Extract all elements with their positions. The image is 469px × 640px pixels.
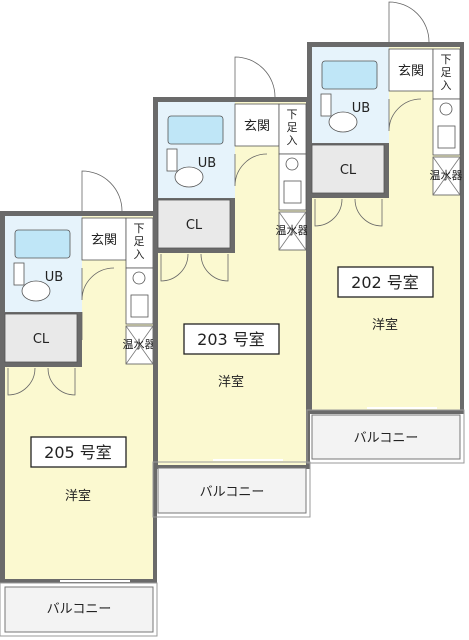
- unit-203-toilet-tank: [166, 148, 178, 172]
- unit-202-ub-label: UB: [352, 101, 370, 116]
- unit-202-room-number: 202 号室: [351, 273, 419, 292]
- unit-202: 玄関 下 足 入 UB CL 温水器 202 号室 洋室 バルコニー: [306, 1, 465, 464]
- unit-202-closet-label: CL: [340, 163, 357, 178]
- unit-205-bathtub: [14, 229, 71, 259]
- unit-202-stove: [439, 102, 453, 116]
- unit-205-closet: [4, 313, 78, 363]
- unit-203-genkan-label: 玄関: [244, 119, 270, 134]
- unit-203-bath-door: [234, 153, 268, 187]
- unit-203-entrance-door: [234, 56, 276, 98]
- unit-202-bathtub: [321, 60, 378, 90]
- unit-203-shoe-box: [278, 103, 307, 155]
- unit-202-water-heater-label: 温水器: [430, 169, 463, 182]
- unit-203-closet-label: CL: [186, 218, 203, 233]
- unit-203-sink: [283, 180, 302, 204]
- unit-203-geta-mid: 足: [287, 121, 298, 134]
- unit-202-geta-mid: 足: [441, 66, 452, 79]
- unit-203-room-number-box: [183, 323, 280, 355]
- unit-202-toilet: [328, 111, 358, 133]
- unit-202-main-room-label: 洋室: [372, 317, 398, 333]
- unit-202-main-room: [312, 198, 460, 410]
- unit-203-main-room: [158, 253, 306, 465]
- unit-205-entrance-door: [81, 170, 123, 212]
- unit-202-room-number-box: [337, 266, 434, 298]
- unit-203-geta-bottom: 入: [287, 134, 298, 147]
- unit-205-room-number-box: [30, 436, 127, 468]
- unit-205-geta-mid: 足: [134, 235, 145, 248]
- unit-202-geta-top: 下: [441, 53, 452, 66]
- unit-203-bathtub: [167, 115, 224, 145]
- unit-203-stove: [285, 157, 299, 171]
- unit-203-toilet: [174, 166, 204, 188]
- unit-205-balcony-label: バルコニー: [47, 602, 112, 617]
- unit-202-genkan-label: 玄関: [398, 64, 424, 79]
- unit-205-water-heater-label: 温水器: [123, 338, 156, 351]
- unit-205-sink: [130, 294, 149, 318]
- unit-202-closet-door-right: [354, 198, 383, 227]
- unit-203-main-room-label: 洋室: [218, 374, 244, 390]
- unit-205-stove: [132, 271, 146, 285]
- unit-202-balcony-label: バルコニー: [354, 431, 419, 446]
- unit-202-sink: [437, 125, 456, 149]
- unit-202-bath-door: [388, 98, 422, 132]
- unit-205-room-number: 205 号室: [44, 443, 112, 462]
- unit-203: 玄関 下 足 入 UB CL 温水器 203 号室 洋室 バルコニー: [152, 56, 311, 518]
- unit-205-closet-label: CL: [33, 332, 50, 347]
- unit-203-room-number: 203 号室: [197, 330, 265, 349]
- unit-203-closet: [157, 199, 231, 249]
- unit-205-closet-door-left: [7, 367, 36, 396]
- unit-205-main-room: [5, 367, 153, 579]
- unit-203-closet-door-left: [160, 253, 189, 282]
- unit-203-balcony: [157, 467, 307, 514]
- unit-205-toilet: [21, 280, 51, 302]
- unit-203-closet-door-right: [200, 253, 229, 282]
- unit-202-geta-bottom: 入: [441, 79, 452, 92]
- unit-202-entrance-door: [388, 1, 430, 43]
- unit-202-closet: [311, 144, 385, 194]
- unit-202-closet-door-left: [314, 198, 343, 227]
- unit-205-closet-door-right: [47, 367, 76, 396]
- unit-203-balcony-label: バルコニー: [200, 485, 265, 500]
- unit-205-toilet-tank: [13, 262, 25, 286]
- unit-205-bath-door: [81, 267, 115, 301]
- unit-203-ub-label: UB: [198, 156, 216, 171]
- unit-205-geta-bottom: 入: [134, 248, 145, 261]
- unit-205: 玄関 下 足 入 UB CL 温水器 205 号室 洋室 バルコニー: [0, 170, 158, 637]
- unit-202-genkan: [388, 48, 434, 92]
- unit-205-balcony: [4, 586, 154, 633]
- unit-205-genkan-label: 玄関: [91, 233, 117, 248]
- unit-202-toilet-tank: [320, 93, 332, 117]
- unit-202-balcony: [311, 414, 461, 460]
- unit-205-main-room-label: 洋室: [65, 488, 91, 504]
- unit-205-geta-top: 下: [134, 222, 145, 235]
- unit-203-geta-top: 下: [287, 108, 298, 121]
- unit-203-genkan: [234, 103, 280, 147]
- unit-205-ub-label: UB: [45, 270, 63, 285]
- unit-202-shoe-box: [432, 48, 461, 100]
- unit-203-water-heater-label: 温水器: [276, 224, 309, 237]
